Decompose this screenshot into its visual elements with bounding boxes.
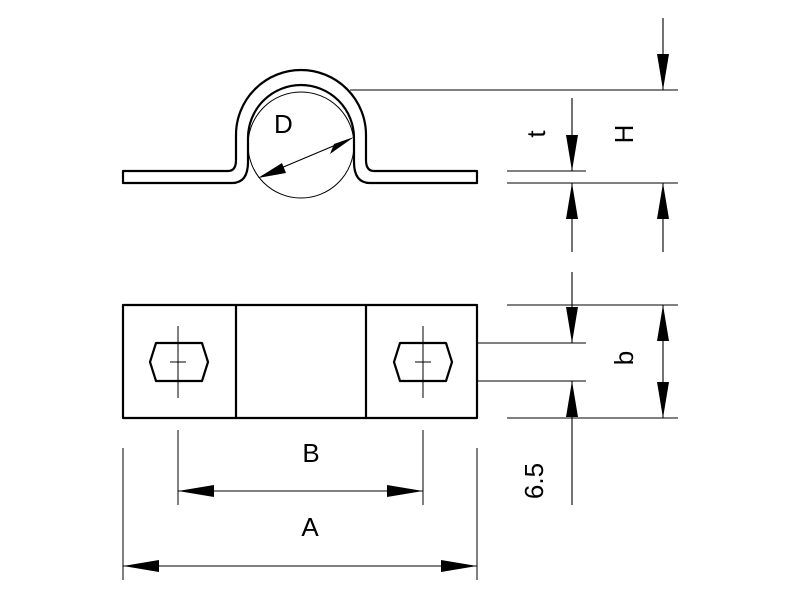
mounting-slot-left: [148, 341, 210, 383]
height-label: H: [609, 125, 639, 144]
thickness-arrowhead-lower: [566, 183, 578, 219]
side-view: D: [121, 68, 479, 199]
hole-spacing-label: B: [302, 438, 319, 468]
diameter-arrowhead-upper: [330, 137, 354, 154]
slot-arrowhead-upper: [566, 307, 578, 343]
thickness-label: t: [521, 130, 551, 138]
overall-length-label: A: [301, 512, 319, 542]
width-arrowhead-upper: [657, 305, 669, 341]
pipe-diameter-circle: [247, 91, 355, 199]
diameter-arrowhead-lower: [258, 163, 286, 178]
top-view: [121, 303, 479, 420]
plan-outline: [121, 303, 479, 420]
height-arrowhead-lower: [657, 183, 669, 219]
diameter-label: D: [274, 109, 293, 139]
overall-length-arrowhead-right: [441, 560, 477, 572]
height-arrowhead-upper: [657, 54, 669, 90]
width-arrowhead-lower: [657, 382, 669, 418]
thickness-arrowhead-upper: [566, 135, 578, 171]
hole-spacing-arrowhead-left: [178, 485, 214, 497]
horizontal-dimensions: B A: [122, 430, 478, 580]
overall-length-arrowhead-left: [123, 560, 159, 572]
width-label: b: [609, 351, 639, 365]
hole-spacing-arrowhead-right: [387, 485, 423, 497]
slot-width-label: 6.5: [519, 463, 549, 499]
clip-profile-outline: [121, 68, 479, 185]
top-view-dimensions: 6.5 b: [477, 272, 678, 505]
slot-arrowhead-lower: [566, 381, 578, 417]
mounting-slot-right: [392, 341, 454, 383]
side-view-dimensions: t H: [350, 18, 678, 252]
